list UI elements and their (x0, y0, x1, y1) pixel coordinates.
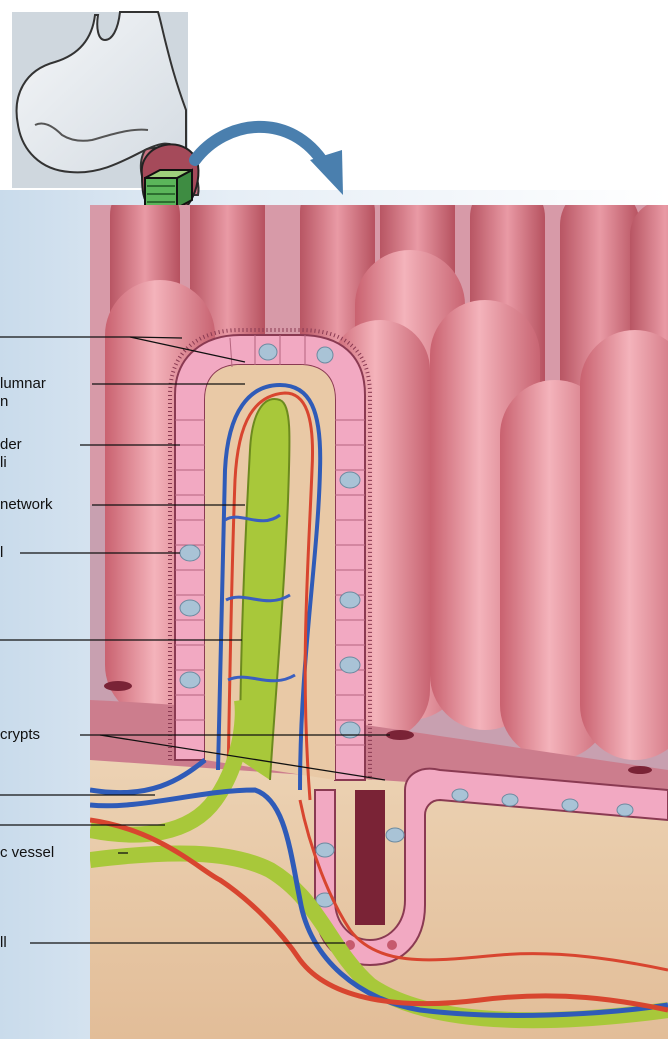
label-intestinal-crypts: crypts (0, 726, 40, 743)
label-brush-border: der (0, 436, 22, 453)
label-lymphatic-vessel: c vessel (0, 844, 54, 861)
label-simple-columnar-epithelium-line2: n (0, 393, 8, 410)
label-brush-border-line2: li (0, 454, 7, 471)
label-capillary-network: network (0, 496, 53, 513)
label-goblet-cell: l (0, 544, 3, 561)
villi-illustration (90, 170, 668, 1039)
arrow-curve-icon (195, 127, 343, 195)
sectioned-villus (170, 330, 370, 800)
zoom-cube-icon (142, 144, 199, 211)
label-paneth-cell: ll (0, 934, 7, 951)
label-simple-columnar-epithelium: lumnar (0, 375, 46, 392)
